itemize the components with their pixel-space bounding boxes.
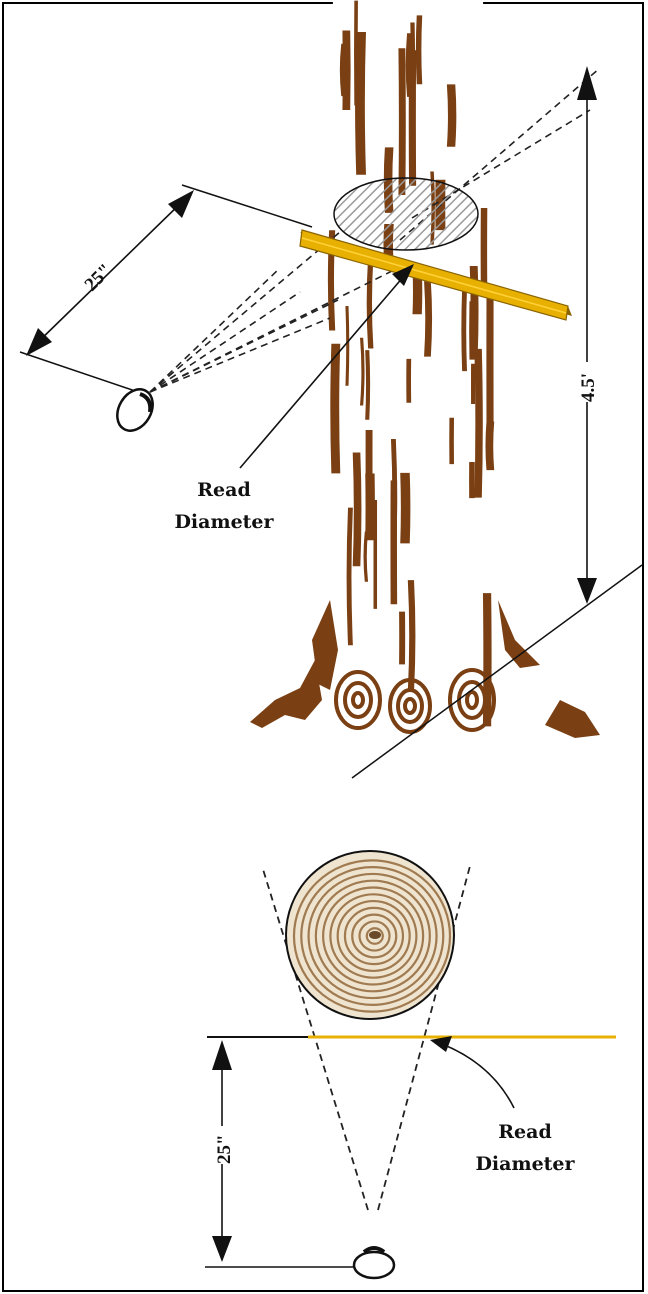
bark-streak xyxy=(471,364,475,404)
bark-streak xyxy=(400,473,410,544)
bark-streak xyxy=(447,84,456,146)
bark-streak xyxy=(330,344,340,474)
distance-dimension: 25" xyxy=(20,185,312,396)
bark-streak xyxy=(353,453,362,567)
bark-streak xyxy=(481,208,488,291)
distance-dimension-bottom: 25" xyxy=(205,1040,354,1267)
read-diameter-arrow-icon-bottom xyxy=(430,1036,514,1108)
distance-label: 25" xyxy=(81,260,117,296)
bark-streak xyxy=(406,359,411,403)
height-label: 4.5' xyxy=(578,373,599,402)
distance-label-bottom: 25" xyxy=(214,1134,235,1164)
bark-streak xyxy=(410,23,415,100)
height-dimension: 4.5' xyxy=(576,66,599,604)
bark-streak xyxy=(399,612,405,665)
bark-streak xyxy=(474,349,482,498)
bark-streak xyxy=(469,462,475,498)
stump-cross-section-icon xyxy=(286,851,454,1019)
bark-streak xyxy=(366,430,373,479)
read-label-bottom: Read xyxy=(498,1121,551,1143)
bark-streak xyxy=(486,292,493,427)
top-figure: 4.5' 25" Read Diameter xyxy=(20,0,642,778)
bark-streak xyxy=(449,418,454,464)
bark-streak xyxy=(398,48,405,195)
bark-streak xyxy=(354,1,358,106)
bottom-figure: 25" Read Diameter xyxy=(205,851,616,1278)
bark-streak xyxy=(416,15,422,84)
read-label-top: Read xyxy=(197,479,250,501)
bark-streak xyxy=(461,288,467,371)
cut-section-ellipse xyxy=(334,178,478,250)
eye-icon-bottom xyxy=(354,1248,394,1278)
diameter-label-top: Diameter xyxy=(174,511,274,533)
bark-streak xyxy=(391,531,397,582)
bark-streak xyxy=(365,474,375,541)
bark-streak xyxy=(485,422,494,470)
diameter-label-bottom: Diameter xyxy=(475,1153,575,1175)
